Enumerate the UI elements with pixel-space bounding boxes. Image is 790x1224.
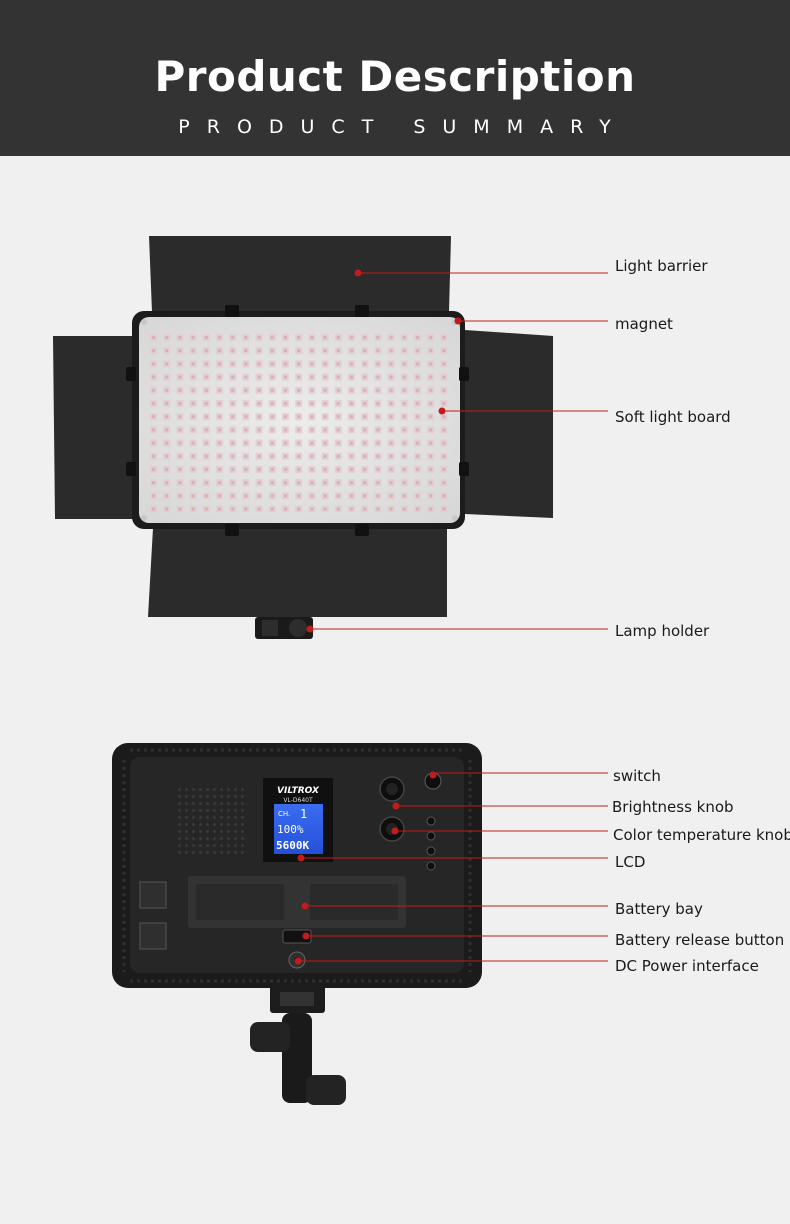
hinges xyxy=(126,305,469,536)
page-subtitle: PRODUCT SUMMARY xyxy=(178,116,628,138)
callout-soft-light-board: Soft light board xyxy=(615,408,731,426)
brand-logo: VILTROX xyxy=(277,786,320,796)
callout-light-barrier: Light barrier xyxy=(615,257,708,275)
page-header: Product Description PRODUCT SUMMARY xyxy=(0,0,790,156)
light-stand-mount xyxy=(250,985,346,1105)
callout-lines xyxy=(294,269,608,965)
lcd: VILTROX VL-D640T CH. 1 100% 5600K xyxy=(263,778,333,862)
callout-color-temperature-knob: Color temperature knob xyxy=(613,826,790,844)
battery-bay xyxy=(188,876,406,928)
right-barn-door xyxy=(465,330,553,518)
page-title: Product Description xyxy=(154,52,636,101)
bottom-barn-door xyxy=(148,528,447,617)
vent-grille xyxy=(176,786,246,856)
callout-dc-power-interface: DC Power interface xyxy=(615,957,759,975)
callout-lamp-holder: Lamp holder xyxy=(615,622,710,640)
color-temperature-knob xyxy=(379,816,405,842)
mode-buttons xyxy=(426,816,436,871)
callout-magnet: magnet xyxy=(615,315,673,333)
lamp-holder xyxy=(255,617,313,639)
callout-lcd: LCD xyxy=(615,853,646,871)
callout-battery-bay: Battery bay xyxy=(615,900,703,918)
lcd-brightness: 100% xyxy=(277,823,304,836)
model-label: VL-D640T xyxy=(283,797,313,804)
callout-battery-release-button: Battery release button xyxy=(615,931,785,949)
top-barn-door xyxy=(149,236,451,312)
lcd-color-temp: 5600K xyxy=(276,839,309,852)
callout-switch: switch xyxy=(613,767,661,785)
front-view xyxy=(53,236,553,639)
left-barn-door xyxy=(53,336,134,519)
back-view: VILTROX VL-D640T CH. 1 100% 5600K xyxy=(112,743,482,1105)
callout-brightness-knob: Brightness knob xyxy=(612,798,734,816)
lcd-channel-label: CH. xyxy=(278,810,290,818)
lcd-channel-value: 1 xyxy=(300,807,307,821)
brightness-knob xyxy=(379,776,405,802)
